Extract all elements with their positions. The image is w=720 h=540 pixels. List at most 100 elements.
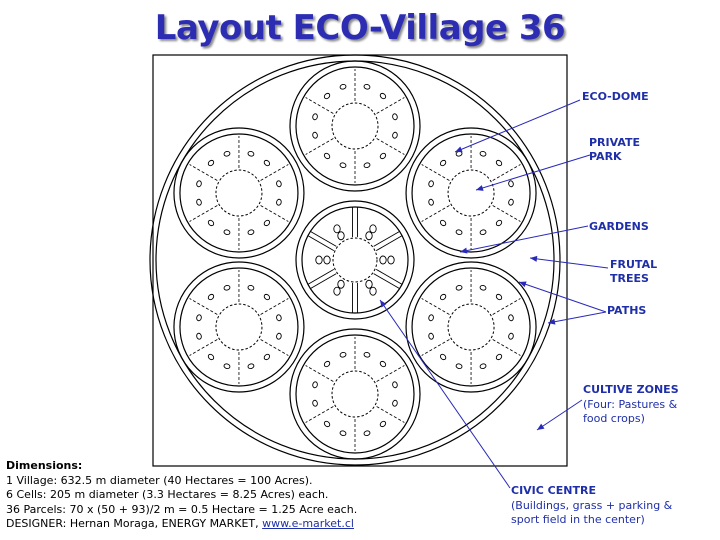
- eco-dome-icon: [379, 152, 387, 160]
- civic-road: [375, 268, 403, 285]
- eco-dome-icon: [363, 430, 371, 437]
- cell-outer-ring: [289, 60, 421, 192]
- civic-building-icon: [387, 255, 395, 265]
- eco-dome-icon: [207, 293, 215, 301]
- eco-dome-icon: [508, 198, 514, 206]
- eco-dome-icon: [479, 229, 487, 236]
- civic-road: [375, 235, 403, 252]
- parcel-divider: [376, 97, 405, 114]
- parcel-divider: [421, 298, 450, 315]
- civic-outer-ring: [295, 200, 415, 320]
- eco-dome-icon: [455, 284, 463, 291]
- civic-building-icon: [365, 231, 373, 241]
- eco-dome-icon: [223, 229, 231, 236]
- parcel-divider: [376, 138, 405, 155]
- label-gardens: GARDENS: [589, 220, 649, 233]
- parcel-divider: [492, 298, 521, 315]
- parcel-divider: [189, 298, 218, 315]
- civic-inner-ring: [301, 206, 409, 314]
- parcel-divider: [260, 298, 289, 315]
- eco-dome-icon: [392, 381, 398, 389]
- eco-dome-icon: [263, 159, 271, 167]
- eco-dome-icon: [263, 293, 271, 301]
- eco-dome-icon: [276, 332, 282, 340]
- parcel-divider: [189, 339, 218, 356]
- eco-dome-icon: [323, 92, 331, 100]
- eco-dome-icon: [207, 159, 215, 167]
- private-park-circle: [331, 102, 379, 150]
- eco-dome-icon: [312, 399, 318, 407]
- dimensions-village: 1 Village: 632.5 m diameter (40 Hectares…: [6, 473, 313, 487]
- habitation-cell-4: [289, 328, 421, 460]
- habitation-cell-6: [173, 127, 305, 259]
- eco-dome-icon: [276, 198, 282, 206]
- eco-dome-icon: [363, 351, 371, 358]
- arrowhead-icon: [476, 185, 484, 191]
- label-paths: PATHS: [607, 304, 647, 317]
- parcel-divider: [260, 164, 289, 181]
- pointer-eco-dome: [454, 99, 581, 153]
- eco-dome-icon: [439, 159, 447, 167]
- civic-building-icon: [365, 279, 373, 289]
- arrowhead-icon: [460, 247, 468, 254]
- civic-building-icon: [315, 255, 323, 265]
- eco-dome-icon: [247, 363, 255, 370]
- eco-dome-icon: [196, 198, 202, 206]
- civic-building-icon: [337, 279, 345, 289]
- eco-dome-icon: [323, 152, 331, 160]
- eco-dome-icon: [455, 229, 463, 236]
- eco-dome-icon: [392, 131, 398, 139]
- eco-dome-icon: [392, 113, 398, 121]
- civic-building-icon: [333, 286, 341, 296]
- eco-dome-icon: [339, 162, 347, 169]
- arrowhead-icon: [548, 318, 556, 325]
- parcel-divider: [260, 339, 289, 356]
- parcel-divider: [492, 339, 521, 356]
- eco-dome-icon: [323, 420, 331, 428]
- eco-dome-icon: [508, 180, 514, 188]
- pointer-lines: [379, 99, 609, 489]
- civic-building-icon: [369, 286, 377, 296]
- private-park-circle: [215, 169, 263, 217]
- eco-dome-icon: [196, 314, 202, 322]
- arrowhead-icon: [530, 255, 538, 262]
- eco-dome-icon: [495, 159, 503, 167]
- eco-dome-icon: [363, 162, 371, 169]
- eco-dome-icon: [339, 351, 347, 358]
- eco-dome-icon: [312, 131, 318, 139]
- cell-outer-ring: [173, 127, 305, 259]
- cell-path-ring: [411, 133, 531, 253]
- pointer-private-park: [475, 154, 591, 191]
- parcel-divider: [305, 97, 334, 114]
- eco-dome-icon: [207, 219, 215, 227]
- eco-dome-icon: [339, 83, 347, 90]
- habitation-cell-1: [289, 60, 421, 192]
- eco-dome-icon: [495, 293, 503, 301]
- eco-dome-icon: [428, 314, 434, 322]
- cell-outer-ring: [173, 261, 305, 393]
- eco-dome-icon: [312, 113, 318, 121]
- designer-link[interactable]: www.e-market.cl: [262, 517, 354, 530]
- eco-dome-icon: [379, 92, 387, 100]
- civic-centre-cell: [295, 200, 415, 320]
- parcel-divider: [421, 205, 450, 222]
- eco-dome-icon: [363, 83, 371, 90]
- pointer-civic-centre: [379, 299, 511, 489]
- parcel-divider: [305, 138, 334, 155]
- eco-dome-icon: [428, 332, 434, 340]
- arrowhead-icon: [537, 423, 545, 430]
- eco-dome-icon: [479, 363, 487, 370]
- eco-dome-icon: [207, 353, 215, 361]
- eco-dome-icon: [276, 180, 282, 188]
- eco-dome-icon: [479, 150, 487, 157]
- arrowhead-icon: [519, 281, 527, 288]
- eco-dome-icon: [312, 381, 318, 389]
- pointer-gardens: [459, 225, 589, 254]
- eco-dome-icon: [276, 314, 282, 322]
- eco-dome-icon: [196, 180, 202, 188]
- cell-path-ring: [295, 66, 415, 186]
- cell-path-ring: [179, 133, 299, 253]
- parcel-divider: [260, 205, 289, 222]
- label-eco-dome: ECO-DOME: [582, 90, 649, 103]
- cell-outer-ring: [289, 328, 421, 460]
